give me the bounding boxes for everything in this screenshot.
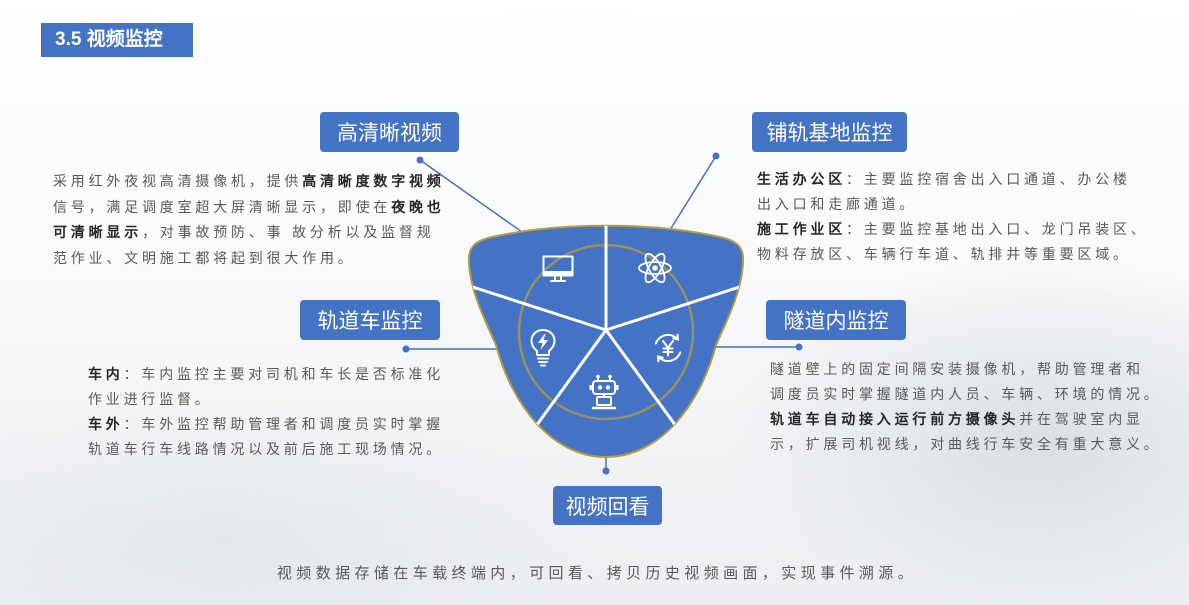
text-line: 可清晰显示，对事故预防、事 故分析以及监督规 [53,220,458,246]
body-text: ，对事故预防、事 故分析以及监督规 [142,224,435,240]
text-line: 生活办公区：主要监控宿舍出入口通道、办公楼 [757,167,1172,192]
body-text: 调度员实时掌握隧道内人员、车辆、环境的情况。 [770,386,1162,402]
text-line: 出入口和走廊通道。 [757,192,1172,217]
lightbulb-icon [530,329,556,367]
connector-dot-tunnel [795,343,803,351]
atom-icon [638,252,672,284]
desc-rail-car-monitoring: 车内：车内监控主要对司机和车长是否标准化作业进行监督。车外：车外监控帮助管理者和… [88,362,478,462]
desc-hd-video: 采用红外夜视高清摄像机，提供高清晰度数字视频信号，满足调度室超大屏清晰显示，即使… [53,169,458,271]
emphasis-text: 施工作业区 [757,221,846,237]
text-line: 调度员实时掌握隧道内人员、车辆、环境的情况。 [770,382,1180,407]
text-line: 轨道车自动接入运行前方摄像头并在驾驶室内显 [770,407,1180,432]
body-text: 信号，满足调度室超大屏清晰显示，即使在 [53,198,392,215]
monitor-icon [542,255,574,282]
emphasis-text: 车外 [88,416,124,432]
body-text: ：主要监控宿舍出入口通道、办公楼 [846,171,1131,187]
connector-dot-track-base [712,152,720,160]
label-hd-video: 高清晰视频 [320,112,459,152]
text-line: 车外：车外监控帮助管理者和调度员实时掌握 [88,412,478,437]
body-text: 示，扩展司机视线，对曲线行车安全有重大意义。 [770,436,1162,452]
body-text: 出入口和走廊通道。 [757,196,918,212]
body-text: 采用红外夜视高清摄像机，提供 [53,173,303,189]
connector-line-hd-video [419,159,523,233]
wedge-divider [605,279,744,332]
wedge-divider [468,279,607,332]
emphasis-text: 可清晰显示 [53,224,142,240]
emphasis-text: 生活办公区 [757,171,846,187]
label-rail-car-monitoring: 轨道车监控 [300,300,440,340]
emphasis-text: 车内 [88,366,124,382]
body-text: 范作业、文明施工都将起到很大作用。 [53,249,356,266]
body-text: ：车外监控帮助管理者和调度员实时掌握 [123,416,445,432]
center-shield [467,224,745,459]
body-text: 物料存放区、车辆行车道、轨排井等重要区域。 [757,246,1131,262]
text-line: 采用红外夜视高清摄像机，提供高清晰度数字视频 [53,169,458,195]
section-title: 3.5 视频监控 [41,23,193,57]
body-text: 隧道壁上的固定间隔安装摄像机，帮助管理者和 [770,361,1144,377]
connector-dot-rail-car [402,345,410,353]
body-text: ：车内监控主要对司机和车长是否标准化 [123,366,445,382]
robot-icon [589,374,619,410]
body-text: 并在驾驶室内显 [1019,411,1144,427]
text-line: 车内：车内监控主要对司机和车长是否标准化 [88,362,478,387]
emphasis-text: 夜晚也 [391,198,445,215]
text-line: 信号，满足调度室超大屏清晰显示，即使在夜晚也 [53,195,458,221]
connector-line-track-base [669,155,717,231]
text-line: 作业进行监督。 [88,387,478,412]
body-text: 作业进行监督。 [88,391,213,407]
text-line: 示，扩展司机视线，对曲线行车安全有重大意义。 [770,432,1180,457]
body-text: ：主要监控基地出入口、龙门吊装区、 [846,221,1149,237]
text-line: 施工作业区：主要监控基地出入口、龙门吊装区、 [757,217,1172,242]
label-track-base-monitoring: 铺轨基地监控 [752,112,907,152]
desc-track-base-monitoring: 生活办公区：主要监控宿舍出入口通道、办公楼出入口和走廊通道。施工作业区：主要监控… [757,167,1172,267]
text-line: 范作业、文明施工都将起到很大作用。 [53,246,458,272]
yen-cycle-icon [654,333,682,363]
desc-video-playback: 视频数据存储在车载终端内，可回看、拷贝历史视频画面，实现事件溯源。 [276,565,918,582]
label-tunnel-monitoring: 隧道内监控 [766,300,906,340]
desc-tunnel-monitoring: 隧道壁上的固定间隔安装摄像机，帮助管理者和调度员实时掌握隧道内人员、车辆、环境的… [770,357,1180,457]
emphasis-text: 高清晰度数字视频 [302,173,445,189]
text-line: 隧道壁上的固定间隔安装摄像机，帮助管理者和 [770,357,1180,382]
label-video-playback: 视频回看 [553,486,662,525]
connector-dot-hd-video [416,156,424,164]
text-line: 轨道车行车线路情况以及前后施工现场情况。 [88,437,478,462]
text-line: 物料存放区、车辆行车道、轨排井等重要区域。 [757,242,1172,267]
body-text: 轨道车行车线路情况以及前后施工现场情况。 [88,441,444,457]
emphasis-text: 轨道车自动接入运行前方摄像头 [770,411,1020,427]
connector-dot-playback [602,467,610,475]
